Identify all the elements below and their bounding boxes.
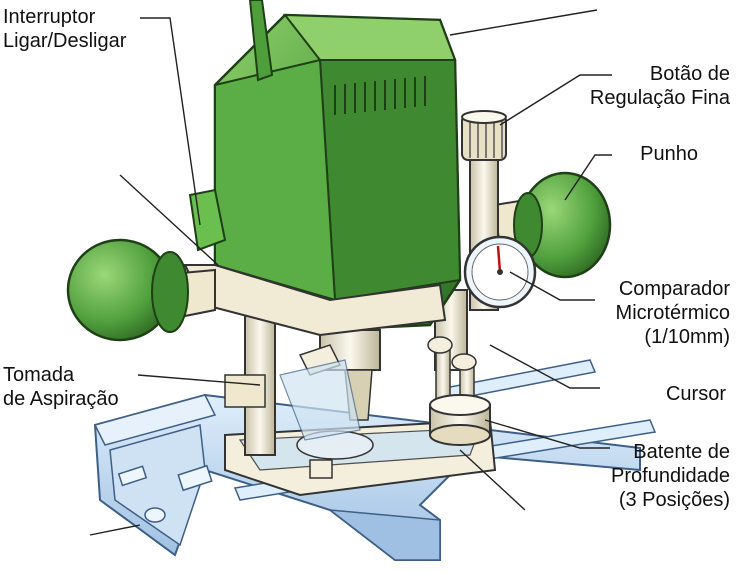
label-fine-adjust: Botão de Regulação Fina bbox=[589, 63, 730, 109]
leader-switch-2 bbox=[119, 174, 219, 266]
label-cursor: Cursor bbox=[665, 383, 726, 405]
label-power-switch: Interruptor Ligar/Desligar bbox=[3, 6, 127, 52]
label-dust-port: Tomada de Aspiração bbox=[3, 364, 119, 410]
leader-dust-port bbox=[137, 374, 261, 386]
label-handle: Punho bbox=[640, 143, 698, 165]
leader-top bbox=[449, 9, 598, 36]
leader-dial-gauge bbox=[509, 271, 595, 301]
motor-skirt bbox=[183, 264, 447, 337]
power-switch bbox=[188, 188, 227, 252]
label-dial-gauge: Comparador Microtérmico (1/10mm) bbox=[615, 278, 730, 348]
carriage bbox=[224, 418, 497, 497]
fine-adjust-knob bbox=[461, 110, 507, 311]
label-depth-stop: Batente de Profundidade (3 Posições) bbox=[611, 441, 730, 511]
leader-cursor bbox=[489, 344, 600, 389]
router-bit bbox=[279, 329, 381, 441]
depth-stop-turret bbox=[427, 336, 491, 446]
leader-depth-stop bbox=[484, 419, 610, 449]
leader-fine-adjust bbox=[499, 74, 612, 126]
leader-lines bbox=[89, 9, 612, 536]
leader-base bbox=[89, 524, 141, 536]
leader-handle bbox=[564, 154, 612, 201]
dial-gauge bbox=[463, 235, 537, 309]
leader-base-right bbox=[459, 449, 526, 511]
left-handle bbox=[66, 238, 216, 342]
leader-switch bbox=[140, 17, 201, 226]
power-cord bbox=[248, 0, 274, 82]
